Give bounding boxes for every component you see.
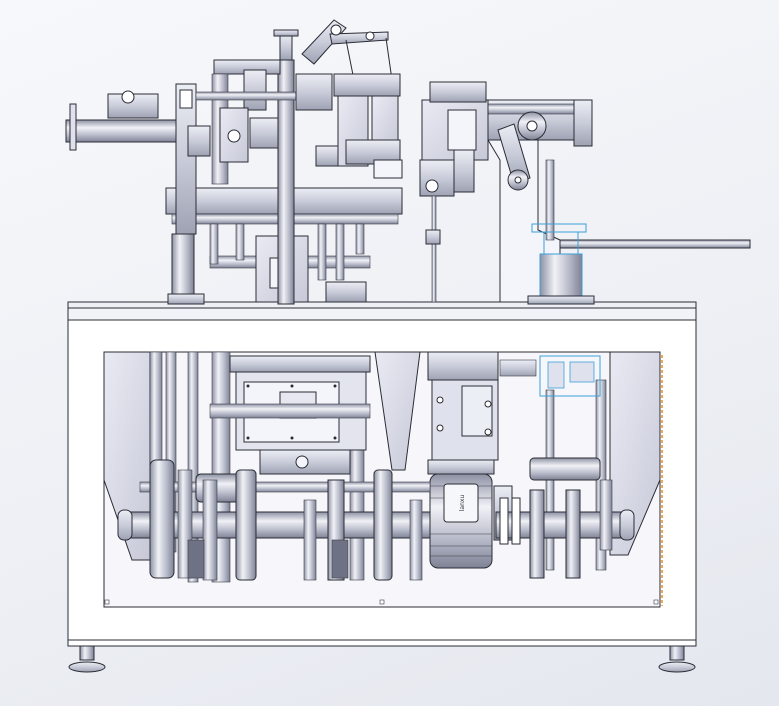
cylinder-block <box>315 73 403 179</box>
motor-nameplate: lanxu <box>459 495 466 512</box>
sensor-cluster-lower <box>499 355 601 397</box>
upper-mechanism-left <box>187 59 333 185</box>
sprockets <box>149 459 613 581</box>
output-chute <box>559 239 751 249</box>
container-holder <box>527 223 595 305</box>
right-slide-unit <box>419 81 489 303</box>
table-top <box>67 301 697 309</box>
swing-arm <box>497 123 555 241</box>
lever-linkage <box>301 19 393 81</box>
side-gussets <box>103 351 661 561</box>
upper-left-arm <box>65 83 197 235</box>
central-column <box>273 29 299 305</box>
leveling-feet <box>68 645 696 673</box>
